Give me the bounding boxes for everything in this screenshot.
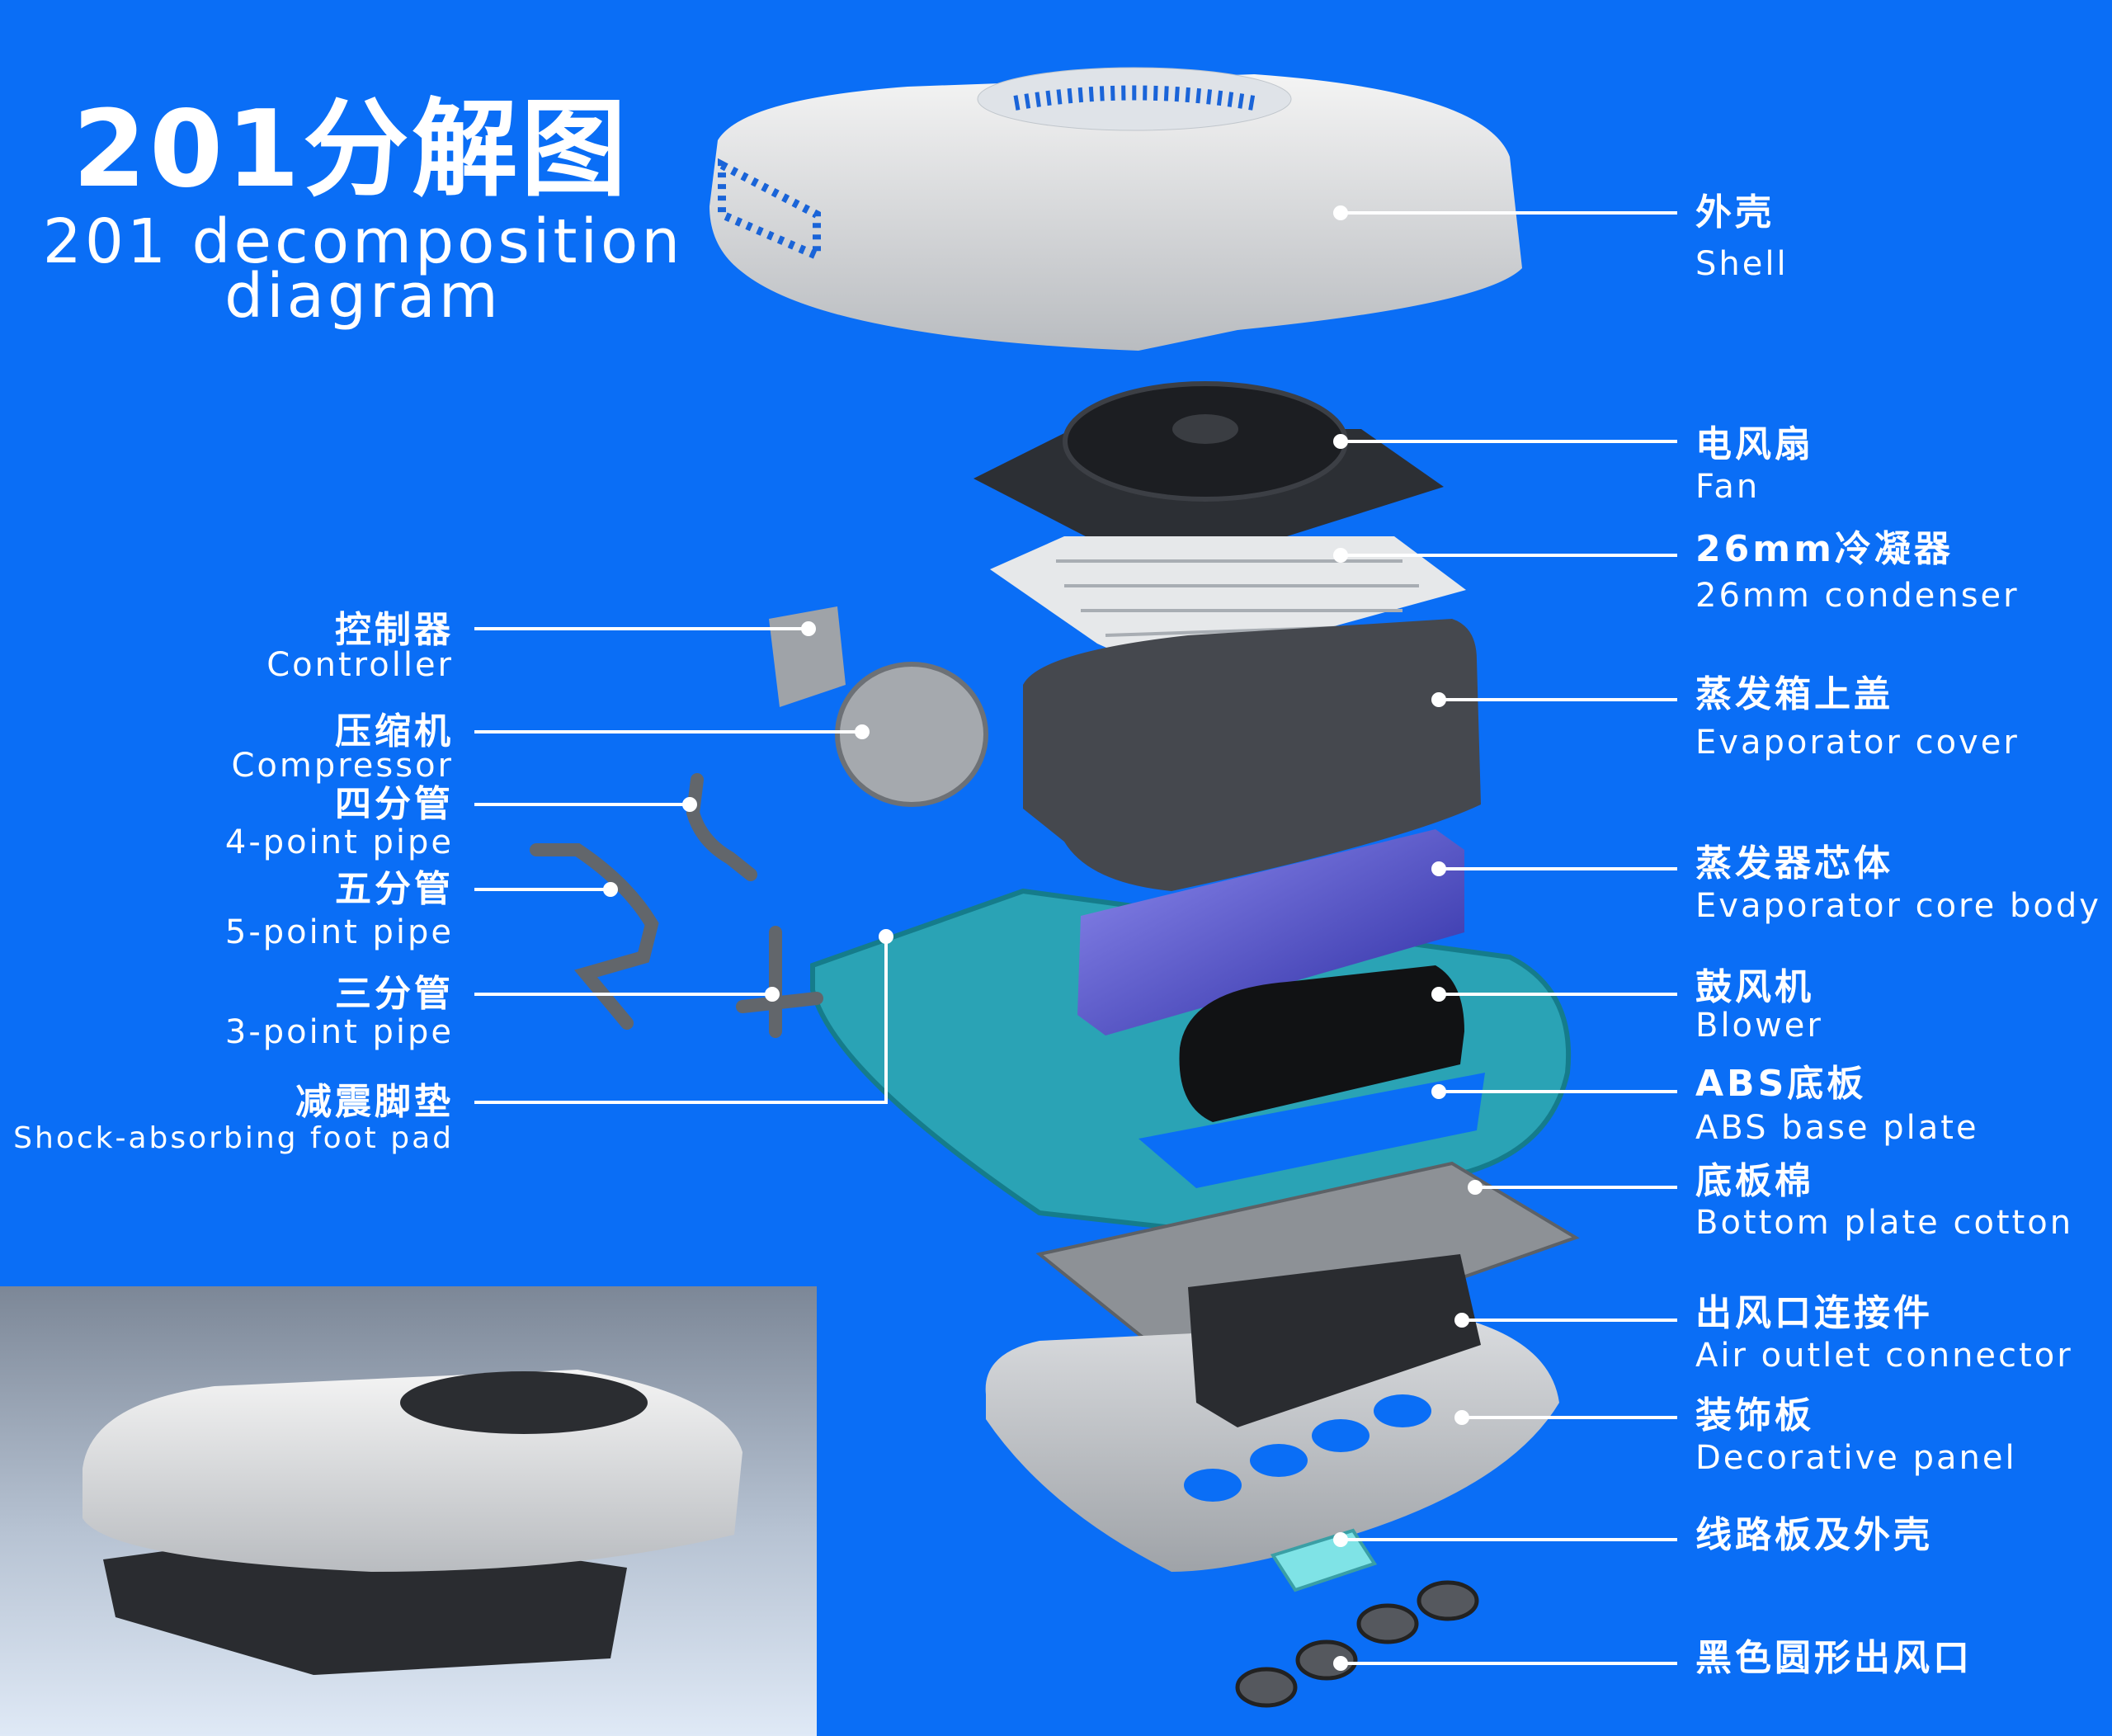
label-abs-base-cn: ABS底板	[1695, 1063, 1867, 1105]
label-compressor-cn: 压缩机	[335, 710, 454, 752]
label-cotton-cn: 底板棉	[1695, 1160, 1814, 1202]
label-evaporator-core-en: Evaporator core body	[1695, 887, 2101, 925]
shell-part	[710, 67, 1522, 351]
leader-lines	[474, 205, 1677, 1671]
label-evaporator-core-cn: 蒸发器芯体	[1695, 842, 1893, 885]
pipes-part	[530, 773, 823, 1038]
label-air-outlet-cn: 出风口连接件	[1695, 1292, 1933, 1334]
label-decorative-cn: 装饰板	[1695, 1394, 1814, 1436]
label-cotton-en: Bottom plate cotton	[1695, 1204, 2074, 1242]
label-controller-cn: 控制器	[335, 609, 454, 651]
compressor-part	[835, 662, 988, 807]
bottom-plate-cotton-part	[1035, 1161, 1580, 1376]
label-4pipe-en: 4-point pipe	[224, 823, 454, 861]
label-3pipe-en: 3-point pipe	[224, 1013, 454, 1051]
label-condenser-en: 26mm condenser	[1695, 577, 2020, 615]
label-fan-en: Fan	[1695, 468, 1761, 506]
label-foot-pad-cn: 减震脚垫	[295, 1081, 454, 1123]
label-air-outlet-en: Air outlet connector	[1695, 1337, 2073, 1375]
evaporator-cover-part	[1023, 619, 1481, 891]
label-fan-cn: 电风扇	[1695, 423, 1814, 465]
circuit-board-part	[1270, 1528, 1378, 1592]
label-4pipe-cn: 四分管	[335, 783, 454, 825]
label-shell-cn: 外壳	[1695, 191, 1775, 234]
label-abs-base-en: ABS base plate	[1695, 1109, 1979, 1147]
title-cn: 201分解图	[73, 88, 630, 211]
label-evaporator-cover-en: Evaporator cover	[1695, 724, 2020, 762]
label-black-outlet-cn: 黑色圆形出风口	[1695, 1637, 1973, 1679]
label-controller-en: Controller	[266, 646, 454, 684]
label-blower-en: Blower	[1695, 1007, 1823, 1045]
title-en-line2: diagram	[224, 261, 502, 332]
label-blower-cn: 鼓风机	[1695, 966, 1814, 1008]
black-round-outlets-part	[1235, 1580, 1479, 1708]
title-en-line1: 201 decomposition	[42, 206, 684, 277]
condenser-part	[990, 536, 1466, 673]
label-compressor-en: Compressor	[231, 747, 454, 785]
label-shell-en: Shell	[1695, 245, 1789, 283]
label-foot-pad-en: Shock-absorbing foot pad	[13, 1121, 454, 1155]
label-circuit-board-cn: 线路板及外壳	[1695, 1514, 1933, 1556]
controller-part	[769, 606, 846, 707]
fan-part	[974, 381, 1444, 559]
blower-part	[1179, 965, 1464, 1122]
air-outlet-connector-part	[1188, 1254, 1481, 1427]
label-evaporator-cover-cn: 蒸发箱上盖	[1695, 673, 1893, 715]
label-3pipe-cn: 三分管	[335, 973, 454, 1015]
label-5pipe-cn: 五分管	[335, 868, 454, 910]
label-decorative-en: Decorative panel	[1695, 1439, 2017, 1477]
inset-unit	[82, 1370, 742, 1675]
label-5pipe-en: 5-point pipe	[224, 913, 454, 951]
label-condenser-cn: 26mm冷凝器	[1695, 528, 1954, 570]
decorative-panel-part	[985, 1320, 1559, 1572]
evaporator-core-part	[1077, 829, 1464, 1035]
